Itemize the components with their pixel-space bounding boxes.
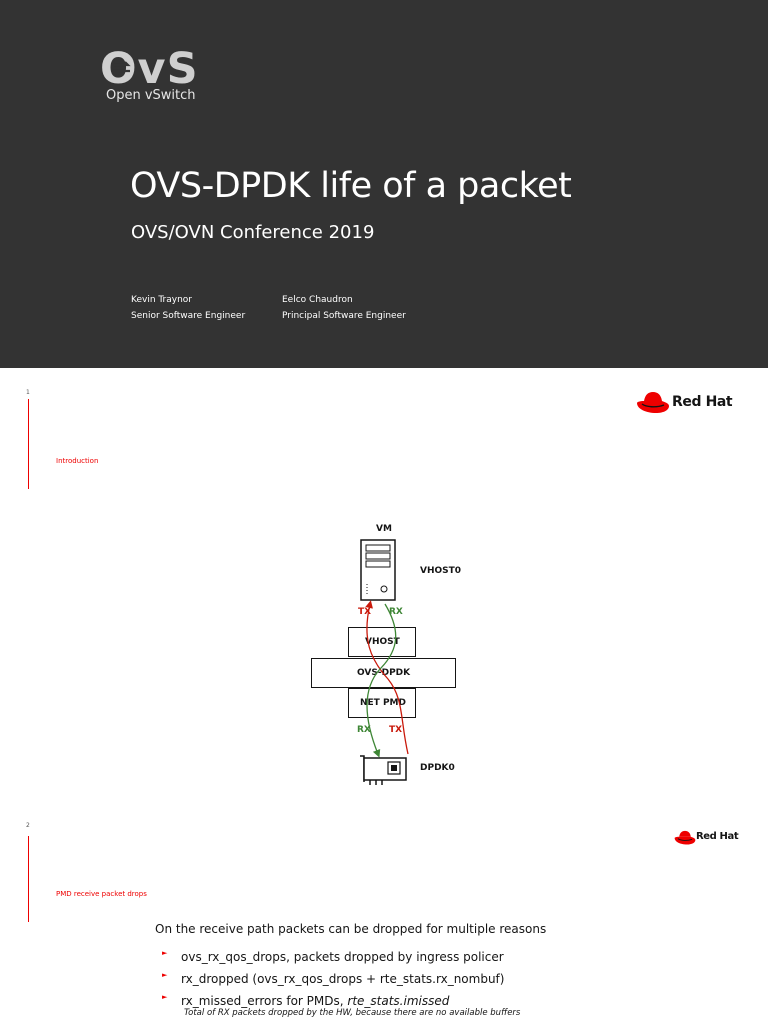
switch-arrows-icon — [113, 61, 131, 75]
redhat-fedora-icon — [674, 830, 696, 845]
nic-card-icon — [360, 755, 407, 785]
bullet-item: ► rx_dropped (ovs_rx_qos_drops + rte_sta… — [162, 968, 722, 990]
bullet-marker-icon: ► — [162, 993, 168, 1001]
redhat-logo: Red Hat — [601, 369, 768, 433]
net-pmd-box: NET PMD — [348, 688, 416, 718]
pmd-drops-slide: 2 PMD receive packet drops Red Hat On th… — [0, 812, 768, 1024]
redhat-wordmark: Red Hat — [696, 831, 739, 842]
tx-bottom-label: TX — [389, 725, 403, 735]
introduction-slide: 1 Introduction Red Hat VM VHOST0 TX RX V… — [0, 369, 768, 809]
presentation-subtitle: OVS/OVN Conference 2019 — [131, 222, 375, 243]
author-2-role: Principal Software Engineer — [282, 311, 406, 321]
vhost-box: VHOST — [348, 627, 416, 657]
slide-number: 2 — [26, 822, 30, 829]
presentation-title: OVS-DPDK life of a packet — [130, 166, 572, 206]
ovs-logo-subtitle: Open vSwitch — [106, 88, 196, 103]
slide-number: 1 — [26, 389, 30, 396]
rx-bottom-label: RX — [357, 725, 371, 735]
rx-top-label: RX — [389, 607, 403, 617]
tx-top-label: TX — [358, 607, 372, 617]
author-2: Eelco Chaudron Principal Software Engine… — [282, 292, 406, 324]
net-pmd-label: NET PMD — [360, 698, 406, 708]
intro-text: On the receive path packets can be dropp… — [155, 922, 547, 936]
author-1-name: Kevin Traynor — [131, 295, 193, 305]
bullet-list: ► ovs_rx_qos_drops, packets dropped by i… — [162, 946, 722, 1018]
bullet-marker-icon: ► — [162, 949, 168, 957]
vhost-label: VHOST — [365, 637, 400, 647]
ovs-logo: OvS — [100, 44, 199, 94]
bullet-item: ► rx_missed_errors for PMDs, rte_stats.i… — [162, 990, 722, 1008]
redhat-fedora-icon — [637, 392, 669, 413]
bullet-text-italic: rte_stats.imissed — [347, 994, 450, 1008]
vm-label: VM — [376, 524, 392, 534]
packet-flow-arrows — [365, 600, 409, 758]
bullet-text: ovs_rx_qos_drops, packets dropped by ing… — [181, 950, 504, 964]
vhost0-label: VHOST0 — [420, 566, 462, 576]
packet-path-diagram: VM VHOST0 TX RX VHOST OVS-DPDK NET PMD R… — [300, 519, 500, 794]
ovs-logo-mark: OvS — [100, 44, 199, 94]
bullet-text: rx_missed_errors for PMDs, — [181, 994, 348, 1008]
author-2-name: Eelco Chaudron — [282, 295, 353, 305]
section-bar — [28, 836, 29, 922]
bullet-marker-icon: ► — [162, 971, 168, 979]
section-title: PMD receive packet drops — [56, 890, 147, 898]
author-1: Kevin Traynor Senior Software Engineer — [131, 292, 245, 324]
author-1-role: Senior Software Engineer — [131, 311, 246, 321]
bullet-note: Total of RX packets dropped by the HW, b… — [184, 1008, 521, 1018]
bullet-text: rx_dropped (ovs_rx_qos_drops + rte_stats… — [181, 972, 505, 986]
section-bar — [28, 399, 29, 489]
redhat-wordmark: Red Hat — [672, 394, 733, 410]
title-slide: OvS Open vSwitch OVS-DPDK life of a pack… — [0, 0, 768, 368]
dpdk0-label: DPDK0 — [420, 763, 455, 773]
section-title: Introduction — [56, 457, 99, 465]
server-icon — [360, 539, 396, 601]
bullet-item: ► ovs_rx_qos_drops, packets dropped by i… — [162, 946, 722, 968]
